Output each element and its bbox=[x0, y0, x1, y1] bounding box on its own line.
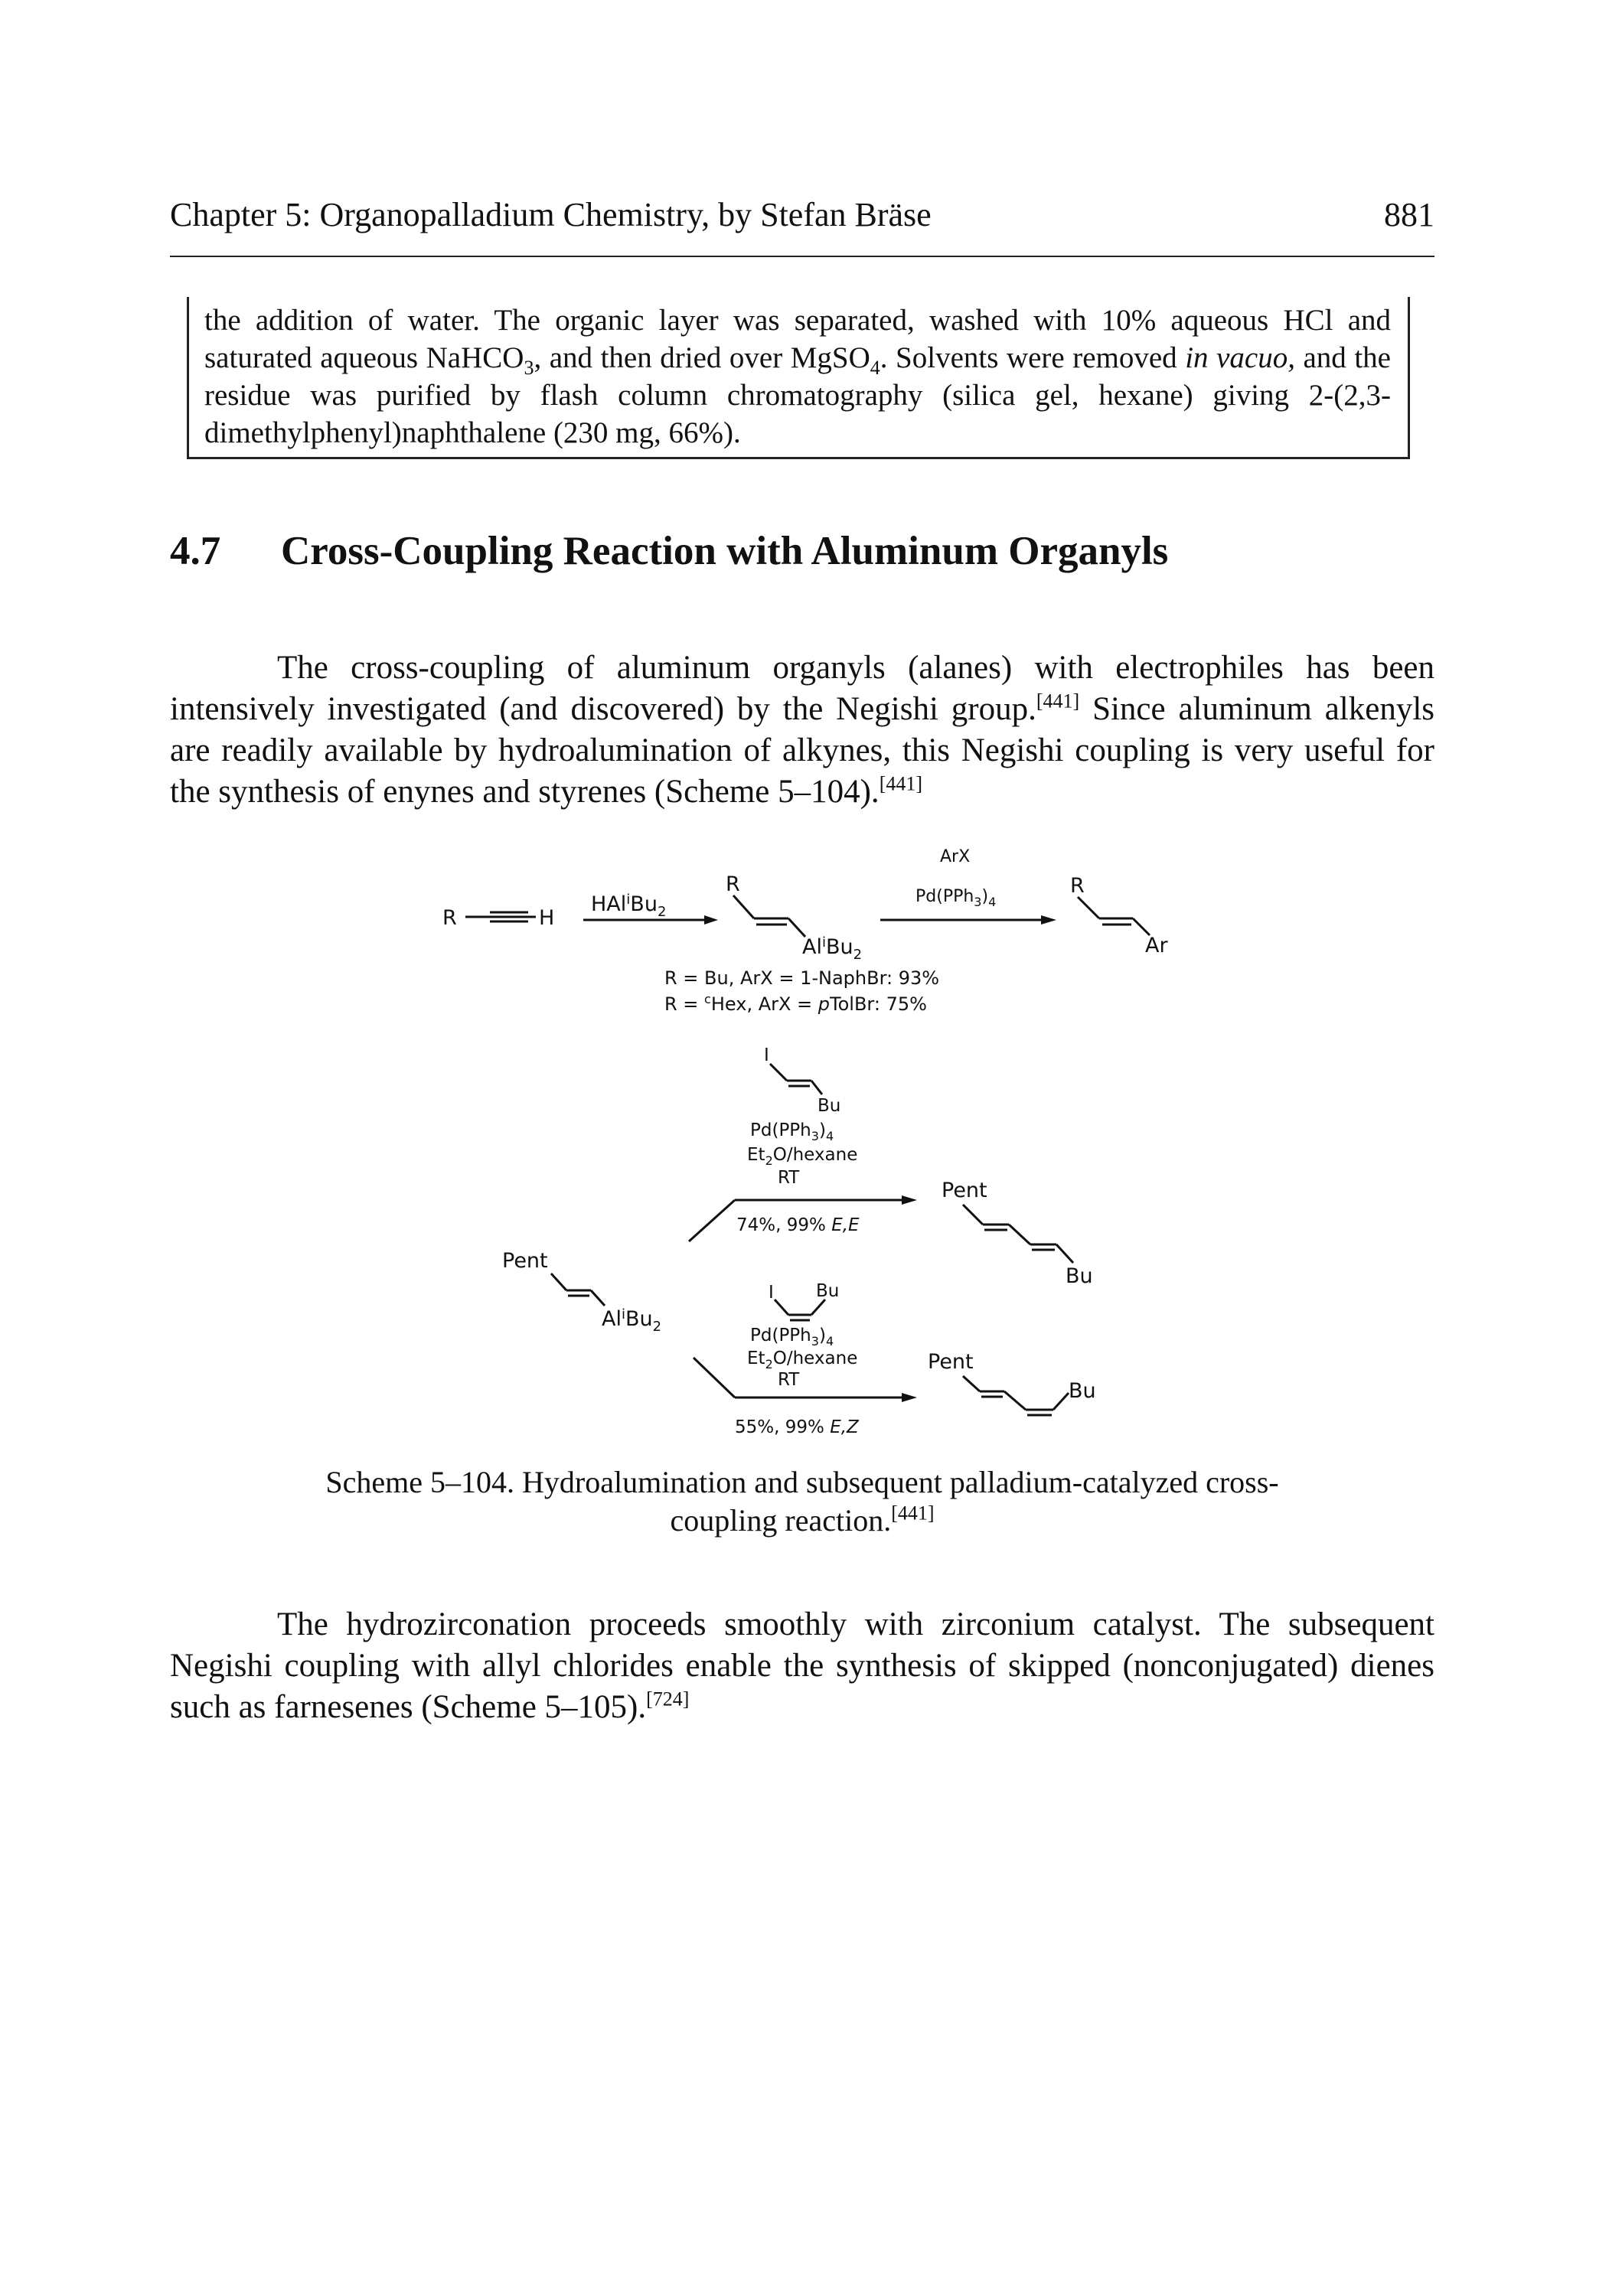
experimental-box: the addition of water. The organic layer… bbox=[187, 297, 1410, 459]
body-paragraph-1: The cross-coupling of aluminum organyls … bbox=[170, 650, 1434, 810]
lower-iodide-bu: Bu bbox=[816, 1281, 839, 1301]
condition-2: R = cHex, ArX = pTolBr: 75% bbox=[664, 992, 927, 1015]
lower-yield: 55%, 99% E,Z bbox=[735, 1417, 860, 1437]
upper-yield: 74%, 99% E,E bbox=[736, 1215, 860, 1235]
product-ar-label: Ar bbox=[1145, 934, 1168, 957]
start-pent: Pent bbox=[502, 1249, 548, 1273]
lower-product-bu: Bu bbox=[1069, 1379, 1096, 1403]
arx-label: ArX bbox=[940, 847, 970, 866]
start-al: AliBu2 bbox=[602, 1306, 661, 1335]
lower-catalyst: Pd(PPh3)4 bbox=[750, 1326, 834, 1349]
alkyne-h-label: H bbox=[539, 906, 554, 930]
product-r-label: R bbox=[1070, 874, 1085, 898]
lower-product-pent: Pent bbox=[928, 1350, 974, 1374]
upper-solvent: Et2O/hexane bbox=[747, 1145, 857, 1168]
running-header-title: Chapter 5: Organopalladium Chemistry, by… bbox=[170, 196, 932, 233]
upper-temp: RT bbox=[778, 1168, 800, 1188]
lower-solvent: Et2O/hexane bbox=[747, 1349, 857, 1371]
experimental-text: the addition of water. The organic layer… bbox=[204, 304, 1391, 449]
upper-catalyst: Pd(PPh3)4 bbox=[750, 1120, 834, 1143]
upper-product-bu: Bu bbox=[1066, 1264, 1093, 1288]
upper-iodide-i: I bbox=[764, 1045, 769, 1065]
condition-1: R = Bu, ArX = 1-NaphBr: 93% bbox=[664, 967, 939, 989]
citation: [724] bbox=[646, 1688, 690, 1711]
body-paragraph-2: The hydrozirconation proceeds smoothly w… bbox=[170, 1606, 1434, 1725]
alkyne-r-label: R bbox=[442, 906, 457, 930]
citation: [441] bbox=[1036, 690, 1080, 713]
section-heading: 4.7 Cross-Coupling Reaction with Aluminum… bbox=[170, 528, 1168, 574]
reaction-scheme: R H HAliBu2 R AliBu2 ArX Pd(PPh3)4 R Ar … bbox=[442, 847, 1168, 1437]
lower-temp: RT bbox=[778, 1370, 800, 1390]
scheme-caption: Scheme 5–104. Hydroalumination and subse… bbox=[325, 1465, 1279, 1538]
alane-al-label: AliBu2 bbox=[802, 934, 862, 963]
section-number: 4.7 bbox=[170, 529, 221, 573]
alane-r-label: R bbox=[726, 872, 740, 896]
citation: [441] bbox=[891, 1502, 935, 1525]
upper-iodide-bu: Bu bbox=[818, 1096, 840, 1116]
section-title: Cross-Coupling Reaction with Aluminum Or… bbox=[281, 529, 1169, 573]
reagent-dibal: HAliBu2 bbox=[591, 892, 666, 920]
upper-product-pent: Pent bbox=[942, 1179, 987, 1202]
page-number: 881 bbox=[1384, 196, 1434, 233]
citation: [441] bbox=[879, 772, 923, 795]
lower-iodide-i: I bbox=[769, 1283, 774, 1303]
catalyst-label: Pd(PPh3)4 bbox=[915, 887, 996, 909]
header-rule bbox=[170, 256, 1434, 257]
